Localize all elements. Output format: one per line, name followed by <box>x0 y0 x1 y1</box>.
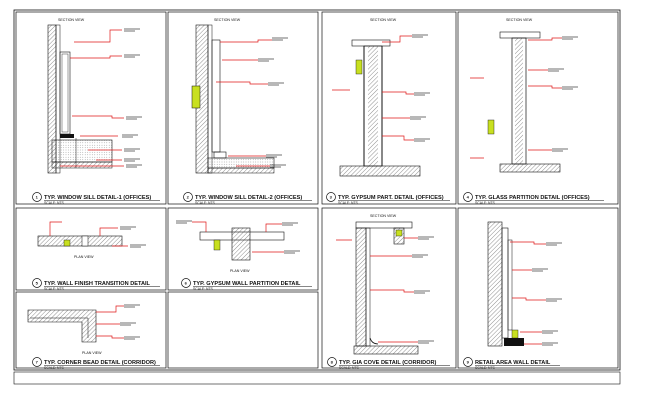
detail-number: 7 <box>36 360 39 365</box>
sheet-border <box>13 9 621 371</box>
detail-number: 5 <box>36 281 39 286</box>
detail-panel-2: SECTION VIEW 2 TYP. WINDOW SILL DETAIL-2… <box>167 11 319 205</box>
detail-number: 6 <box>185 281 188 286</box>
detail-title: TYP. WINDOW SILL DETAIL-1 (OFFICES) <box>44 195 151 201</box>
detail-title: RETAIL AREA WALL DETAIL <box>475 360 551 366</box>
detail-scale: SCALE: NTS <box>339 366 360 370</box>
detail-scale: SCALE: NTS <box>195 201 216 205</box>
detail-number: 3 <box>330 195 333 200</box>
detail-scale: SCALE: NTS <box>44 366 65 370</box>
view-label: PLAN VIEW <box>230 269 250 273</box>
detail-panel-7: PLAN VIEW 7 TYP. CORNER BEAD DETAIL (COR… <box>15 291 167 370</box>
detail-number: 4 <box>467 195 470 200</box>
view-label: PLAN VIEW <box>82 351 102 355</box>
empty-panel <box>167 291 319 369</box>
detail-title: TYP. CORNER BEAD DETAIL (CORRIDOR) <box>44 360 156 366</box>
detail-scale: SCALE: NTS <box>44 287 65 291</box>
view-label: PLAN VIEW <box>74 255 94 259</box>
detail-panel-5: PLAN VIEW 5 TYP. WALL FINISH TRANSITION … <box>15 207 167 291</box>
view-label: SECTION VIEW <box>370 18 397 22</box>
title-strip <box>13 371 621 385</box>
detail-title: TYP. GYPSUM PART. DETAIL (OFFICES) <box>338 195 444 201</box>
detail-number: 2 <box>187 195 190 200</box>
detail-panel-3: SECTION VIEW 3 TYP. GYPSUM PART. DETAIL … <box>321 11 457 205</box>
detail-scale: SCALE: NTS <box>475 201 496 205</box>
view-label: SECTION VIEW <box>214 18 241 22</box>
detail-number: 8 <box>331 360 334 365</box>
detail-title: TYP. GLASS PARTITION DETAIL (OFFICES) <box>475 195 590 201</box>
detail-scale: SCALE: NTS <box>44 201 65 205</box>
detail-panel-8: SECTION VIEW 8 TYP. GIA COVE DETAIL (COR… <box>321 207 457 370</box>
detail-number: 1 <box>36 195 39 200</box>
detail-panel-1: SECTION VIEW 1 TYP. WINDOW SILL DETAIL-1… <box>15 11 167 205</box>
detail-scale: SCALE: NTS <box>193 287 214 291</box>
detail-scale: SCALE: NTS <box>475 366 496 370</box>
detail-number: 9 <box>467 360 470 365</box>
view-label: SECTION VIEW <box>506 18 533 22</box>
detail-scale: SCALE: NTS <box>338 201 359 205</box>
detail-title: TYP. WINDOW SILL DETAIL-2 (OFFICES) <box>195 195 302 201</box>
view-label: SECTION VIEW <box>370 214 397 218</box>
detail-panel-6: PLAN VIEW 6 TYP. GYPSUM WALL PARTITION D… <box>167 207 319 291</box>
detail-panel-9: 9 RETAIL AREA WALL DETAIL SCALE: NTS <box>457 207 619 370</box>
detail-panel-4: SECTION VIEW 4 TYP. GLASS PARTITION DETA… <box>457 11 619 205</box>
detail-title: TYP. GYPSUM WALL PARTITION DETAIL <box>193 281 301 287</box>
detail-title: TYP. GIA COVE DETAIL (CORRIDOR) <box>339 360 437 366</box>
view-label: SECTION VIEW <box>58 18 85 22</box>
detail-title: TYP. WALL FINISH TRANSITION DETAIL <box>44 281 151 287</box>
